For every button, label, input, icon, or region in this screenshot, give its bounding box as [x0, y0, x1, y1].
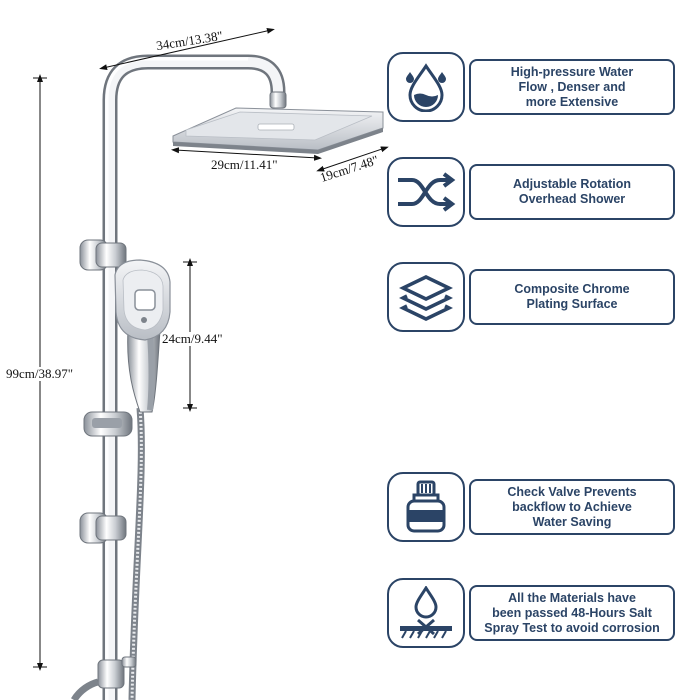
feature-text: Check Valve Prevents backflow to Achieve…	[469, 479, 675, 535]
feature-salt-spray-test: All the Materials have been passed 48-Ho…	[387, 578, 675, 648]
check-valve-icon	[406, 480, 446, 533]
feature-icon-box	[387, 157, 465, 227]
hand-shower	[114, 259, 171, 413]
water-drop-icon	[406, 63, 446, 112]
feature-icon-box	[387, 578, 465, 648]
diverter-valve	[70, 656, 137, 700]
feature-adjustable-rotation: Adjustable Rotation Overhead Shower	[387, 157, 675, 227]
feature-text: Adjustable Rotation Overhead Shower	[469, 164, 675, 220]
upper-wall-bracket	[79, 239, 127, 271]
slider-holder	[83, 411, 133, 437]
feature-icon-box	[387, 52, 465, 122]
head-width-label: 29cm/11.41"	[211, 157, 278, 172]
rain-shower-head	[172, 107, 384, 154]
total-height-label: 99cm/38.97"	[6, 366, 74, 381]
feature-water-pressure: High-pressure Water Flow , Denser and mo…	[387, 52, 675, 122]
feature-text: High-pressure Water Flow , Denser and mo…	[469, 59, 675, 115]
feature-text: All the Materials have been passed 48-Ho…	[469, 585, 675, 641]
feature-icon-box	[387, 472, 465, 542]
layers-icon	[399, 275, 453, 321]
salt-spray-icon	[400, 586, 452, 639]
handheld-length-label: 24cm/9.44"	[162, 331, 223, 346]
feature-icon-box	[387, 262, 465, 332]
lower-wall-bracket	[79, 512, 127, 544]
overhead-connector	[269, 91, 287, 109]
feature-check-valve: Check Valve Prevents backflow to Achieve…	[387, 472, 675, 542]
shuffle-arrows-icon	[398, 172, 456, 212]
feature-text: Composite Chrome Plating Surface	[469, 269, 675, 325]
feature-chrome-plating: Composite Chrome Plating Surface	[387, 262, 675, 332]
